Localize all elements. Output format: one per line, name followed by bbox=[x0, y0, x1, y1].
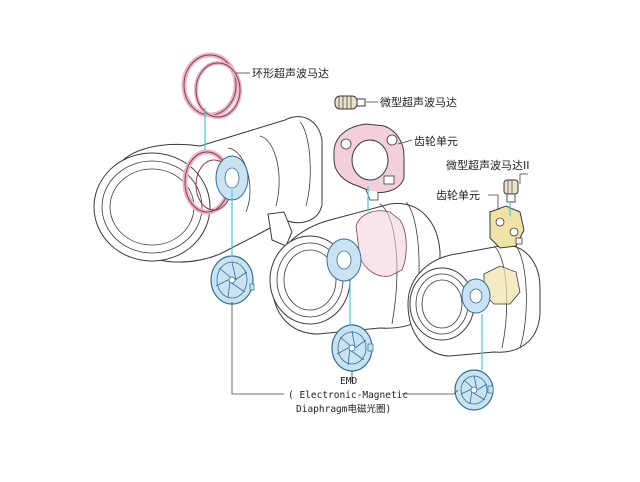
label-emd: EMD bbox=[340, 376, 357, 387]
leader-gear-unit-2 bbox=[488, 194, 499, 210]
micro-ultrasonic-motor bbox=[334, 95, 366, 110]
lens-1-internal-diaphragm bbox=[215, 155, 249, 201]
lens-2-internal-gear bbox=[355, 210, 407, 277]
emd-diaphragm-1 bbox=[210, 255, 255, 305]
lens-2-internal-diaphragm bbox=[326, 238, 362, 282]
lens-1-body bbox=[93, 116, 323, 263]
label-micro-usm-ii: 微型超声波马达II bbox=[446, 158, 530, 172]
gear-unit-1 bbox=[333, 123, 405, 201]
label-ring-usm: 环形超声波马达 bbox=[252, 66, 329, 80]
ring-ultrasonic-motor bbox=[181, 52, 242, 215]
emd-diaphragm-2 bbox=[331, 324, 374, 372]
label-micro-usm: 微型超声波马达 bbox=[380, 95, 457, 109]
label-gear-unit-1: 齿轮单元 bbox=[414, 134, 458, 148]
label-emd-full-2: Diaphragm电磁光圈) bbox=[296, 403, 391, 415]
gear-unit-2 bbox=[489, 205, 525, 249]
leader-emd-right bbox=[402, 389, 459, 395]
lens-3-internal-diaphragm bbox=[461, 278, 491, 314]
micro-ultrasonic-motor-ii bbox=[503, 179, 519, 203]
leader-micro-usm-ii bbox=[519, 173, 528, 184]
label-gear-unit-2: 齿轮单元 bbox=[436, 188, 480, 202]
label-emd-full-1: ( Electronic-Magnetic bbox=[288, 390, 408, 401]
leader-emd-left bbox=[231, 302, 284, 395]
emd-diaphragm-3 bbox=[454, 369, 494, 411]
leader-gear-unit-1 bbox=[397, 139, 413, 145]
